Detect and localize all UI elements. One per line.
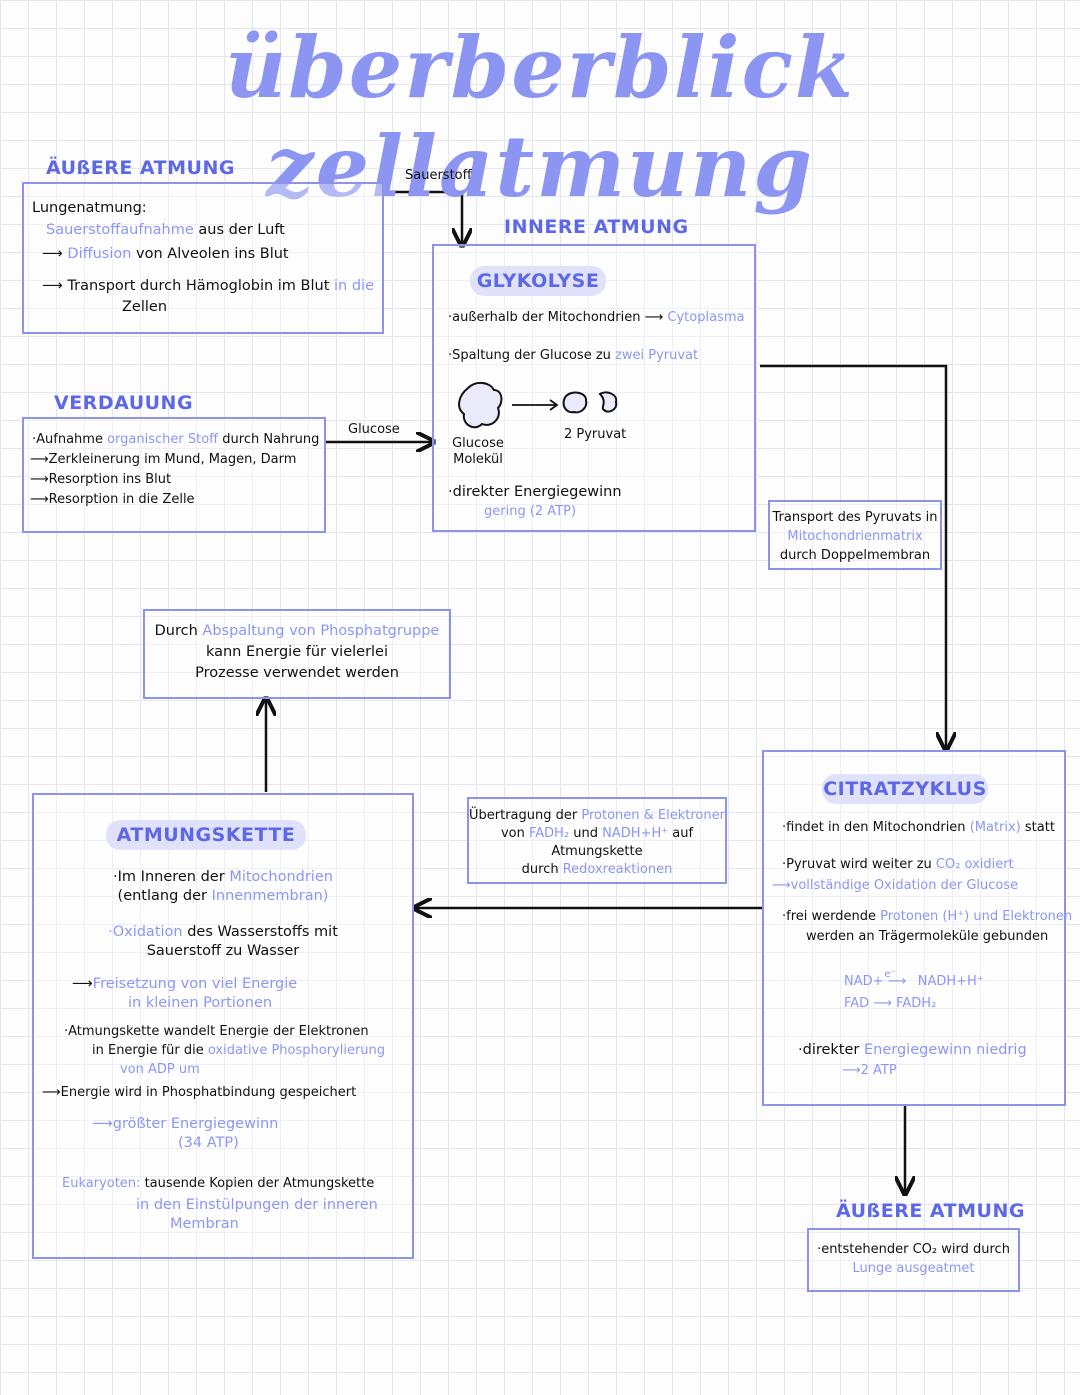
page-title: überberblick zellatmung	[225, 18, 855, 216]
atmungskette-line-5: ⟶Freisetzung von viel Energie	[72, 976, 298, 992]
atmungskette-line-10: ⟶Energie wird in Phosphatbindung gespeic…	[42, 1085, 357, 1100]
aeussere-line-2: Sauerstoffaufnahme aus der Luft	[46, 222, 285, 238]
verdauung-line-3: ⟶Resorption ins Blut	[30, 472, 172, 487]
uebertragung-text: Übertragung der Protonen & Elektronen vo…	[469, 808, 728, 877]
atmungskette-line-11: ⟶größter Energiegewinn	[92, 1116, 279, 1132]
sauerstoff-label: Sauerstoff	[405, 168, 472, 183]
verdauung-line-2: ⟶Zerkleinerung im Mund, Magen, Darm	[30, 452, 297, 467]
pyruvat-label: 2 Pyruvat	[564, 427, 627, 442]
atmungskette-line-6: in kleinen Portionen	[128, 995, 273, 1011]
atmungskette-line-9: von ADP um	[120, 1062, 200, 1077]
arrow-sauerstoff	[383, 190, 462, 244]
lungenatmung-label: Lungenatmung:	[32, 200, 147, 216]
glykolyse-line-1: ·außerhalb der Mitochondrien ⟶ Cytoplasm…	[448, 310, 745, 325]
glykolyse-title: GLYKOLYSE	[470, 266, 606, 296]
verdauung-box: ·Aufnahme organischer Stoff durch Nahrun…	[22, 417, 326, 533]
uebertragung-box: Übertragung der Protonen & Elektronen vo…	[467, 797, 728, 884]
aeussere-line-5: Zellen	[122, 299, 168, 315]
atmungskette-line-14: in den Einstülpungen der inneren	[136, 1197, 378, 1213]
citratzyklus-line-1: ·findet in den Mitochondrien (Matrix) st…	[782, 820, 1055, 835]
aeussere-2-text: ·entstehender CO₂ wird durch Lunge ausge…	[817, 1242, 1010, 1276]
atmungskette-line-12: (34 ATP)	[178, 1135, 239, 1151]
atmungskette-line-1: ·Im Inneren der Mitochondrien	[113, 869, 333, 885]
nad-equation: NAD+ ⟶e⁻NADH+H⁺	[844, 969, 984, 989]
fad-equation: FAD ⟶ FADH₂	[844, 996, 937, 1011]
atmungskette-line-3: ·Oxidation des Wasserstoffs mit	[108, 924, 338, 940]
glucose-label: Glucose	[348, 422, 400, 437]
aeussere-atmung-box: Lungenatmung: Sauerstoffaufnahme aus der…	[22, 182, 384, 334]
citratzyklus-line-7: ⟶2 ATP	[842, 1063, 897, 1078]
atmungskette-line-15: Membran	[170, 1216, 239, 1232]
atmungskette-line-13: Eukaryoten: tausende Kopien der Atmungsk…	[62, 1176, 375, 1191]
atmungskette-box: ATMUNGSKETTE ·Im Inneren der Mitochondri…	[32, 793, 414, 1259]
glykolyse-line-4: gering (2 ATP)	[484, 504, 577, 519]
atmungskette-title: ATMUNGSKETTE	[106, 820, 306, 850]
innere-atmung-heading: INNERE ATMUNG	[504, 216, 689, 238]
glykolyse-box: GLYKOLYSE ·außerhalb der Mitochondrien ⟶…	[432, 244, 756, 532]
citratzyklus-line-5: werden an Trägermoleküle gebunden	[806, 929, 1049, 944]
atmungskette-line-8: in Energie für die oxidative Phosphoryli…	[92, 1043, 386, 1058]
transport-pyruvat-box: Transport des Pyruvats in Mitochondrienm…	[768, 500, 942, 570]
verdauung-line-1: ·Aufnahme organischer Stoff durch Nahrun…	[32, 432, 320, 447]
glucose-molecule-icon	[458, 382, 618, 429]
citratzyklus-box: CITRATZYKLUS ·findet in den Mitochondrie…	[762, 750, 1072, 1106]
atmungskette-line-2: (entlang der Innenmembran)	[117, 888, 329, 904]
verdauung-heading: VERDAUUNG	[54, 392, 194, 414]
citratzyklus-line-2: ·Pyruvat wird weiter zu CO₂ oxidiert	[782, 857, 1014, 872]
glykolyse-line-3: ·direkter Energiegewinn	[448, 484, 622, 500]
citratzyklus-title: CITRATZYKLUS	[822, 774, 988, 804]
aeussere-line-3: ⟶ Diffusion von Alveolen ins Blut	[42, 246, 289, 262]
atmungskette-line-7: ·Atmungskette wandelt Energie der Elektr…	[64, 1024, 369, 1039]
atmungskette-line-4: Sauerstoff zu Wasser	[146, 943, 300, 959]
arrow-to-citratzyklus	[760, 364, 946, 748]
aeussere-atmung-heading: ÄUßERE ATMUNG	[46, 157, 235, 179]
phosphat-box: Durch Abspaltung von Phosphatgruppe kann…	[143, 609, 451, 699]
glykolyse-line-2: ·Spaltung der Glucose zu zwei Pyruvat	[448, 348, 699, 363]
citratzyklus-line-6: ·direkter Energiegewinn niedrig	[798, 1042, 1027, 1058]
aeussere-line-4: ⟶ Transport durch Hämoglobin im Blut in …	[42, 278, 374, 294]
aeussere-atmung-2-heading: ÄUßERE ATMUNG	[836, 1200, 1025, 1222]
phosphat-text: Durch Abspaltung von Phosphatgruppe kann…	[154, 623, 440, 681]
transport-text: Transport des Pyruvats in Mitochondrienm…	[772, 510, 938, 563]
verdauung-line-4: ⟶Resorption in die Zelle	[30, 492, 195, 507]
citratzyklus-line-3: ⟶vollständige Oxidation der Glucose	[772, 878, 1019, 893]
aeussere-atmung-2-box: ·entstehender CO₂ wird durch Lunge ausge…	[807, 1228, 1020, 1292]
citratzyklus-line-4: ·frei werdende Protonen (H⁺) und Elektro…	[782, 909, 1073, 924]
